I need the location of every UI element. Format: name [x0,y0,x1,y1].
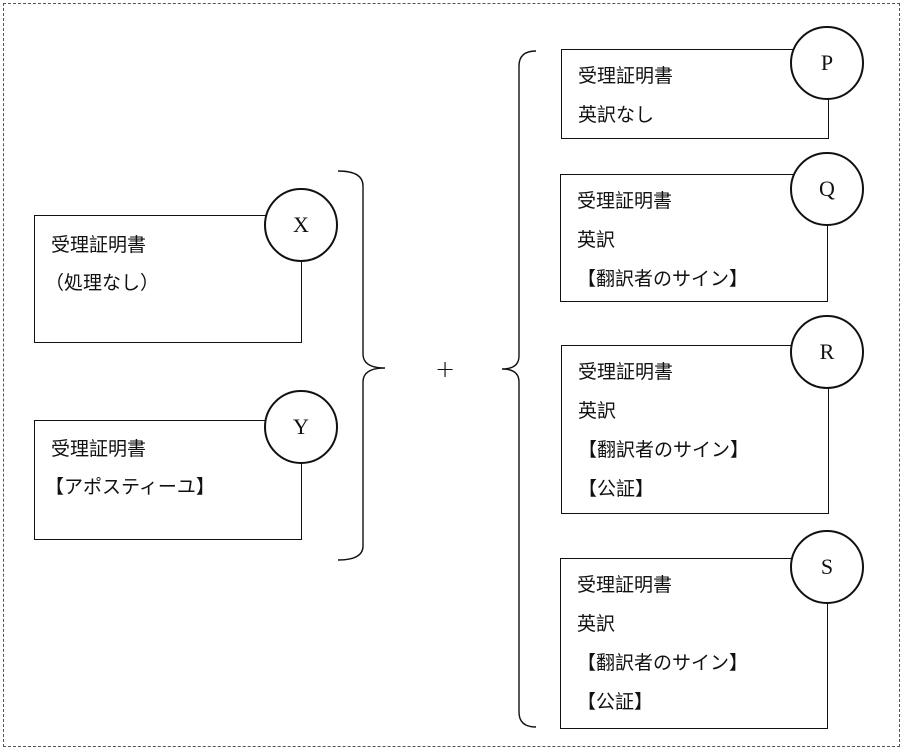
badge-r: R [790,315,864,389]
document-box-r: 受理証明書 英訳 【翻訳者のサイン】 【公証】 [561,345,829,514]
box-q-line-1: 受理証明書 [577,190,673,212]
box-s-line-4: 【公証】 [577,691,654,713]
document-box-p: 受理証明書 英訳なし [561,49,829,139]
box-r-line-1: 受理証明書 [578,361,674,383]
box-q-line-3: 【翻訳者のサイン】 [577,268,749,290]
box-x-line-2: （処理なし） [45,272,160,294]
box-q-line-2: 英訳 [577,229,616,251]
box-y-line-1: 受理証明書 [51,438,147,460]
diagram-frame [3,3,900,747]
box-r-line-2: 英訳 [578,400,617,422]
document-box-x: 受理証明書 （処理なし） [34,215,302,343]
box-r-line-4: 【公証】 [578,478,655,500]
plus-operator: + [434,355,456,383]
badge-p: P [790,26,864,100]
badge-q: Q [790,152,864,226]
badge-y: Y [264,390,338,464]
box-p-line-1: 受理証明書 [578,65,674,87]
box-s-line-3: 【翻訳者のサイン】 [577,652,749,674]
badge-x: X [264,188,338,262]
box-s-line-1: 受理証明書 [577,574,673,596]
right-group-brace [501,50,537,728]
box-r-line-3: 【翻訳者のサイン】 [578,439,750,461]
left-group-brace [337,170,386,561]
document-box-s: 受理証明書 英訳 【翻訳者のサイン】 【公証】 [560,558,828,729]
box-x-line-1: 受理証明書 [51,234,147,256]
document-box-y: 受理証明書 【アポスティーユ】 [34,420,302,540]
box-s-line-2: 英訳 [577,613,616,635]
box-p-line-2: 英訳なし [578,104,655,126]
box-y-line-2: 【アポスティーユ】 [45,476,215,498]
document-box-q: 受理証明書 英訳 【翻訳者のサイン】 [560,174,828,302]
badge-s: S [790,530,864,604]
